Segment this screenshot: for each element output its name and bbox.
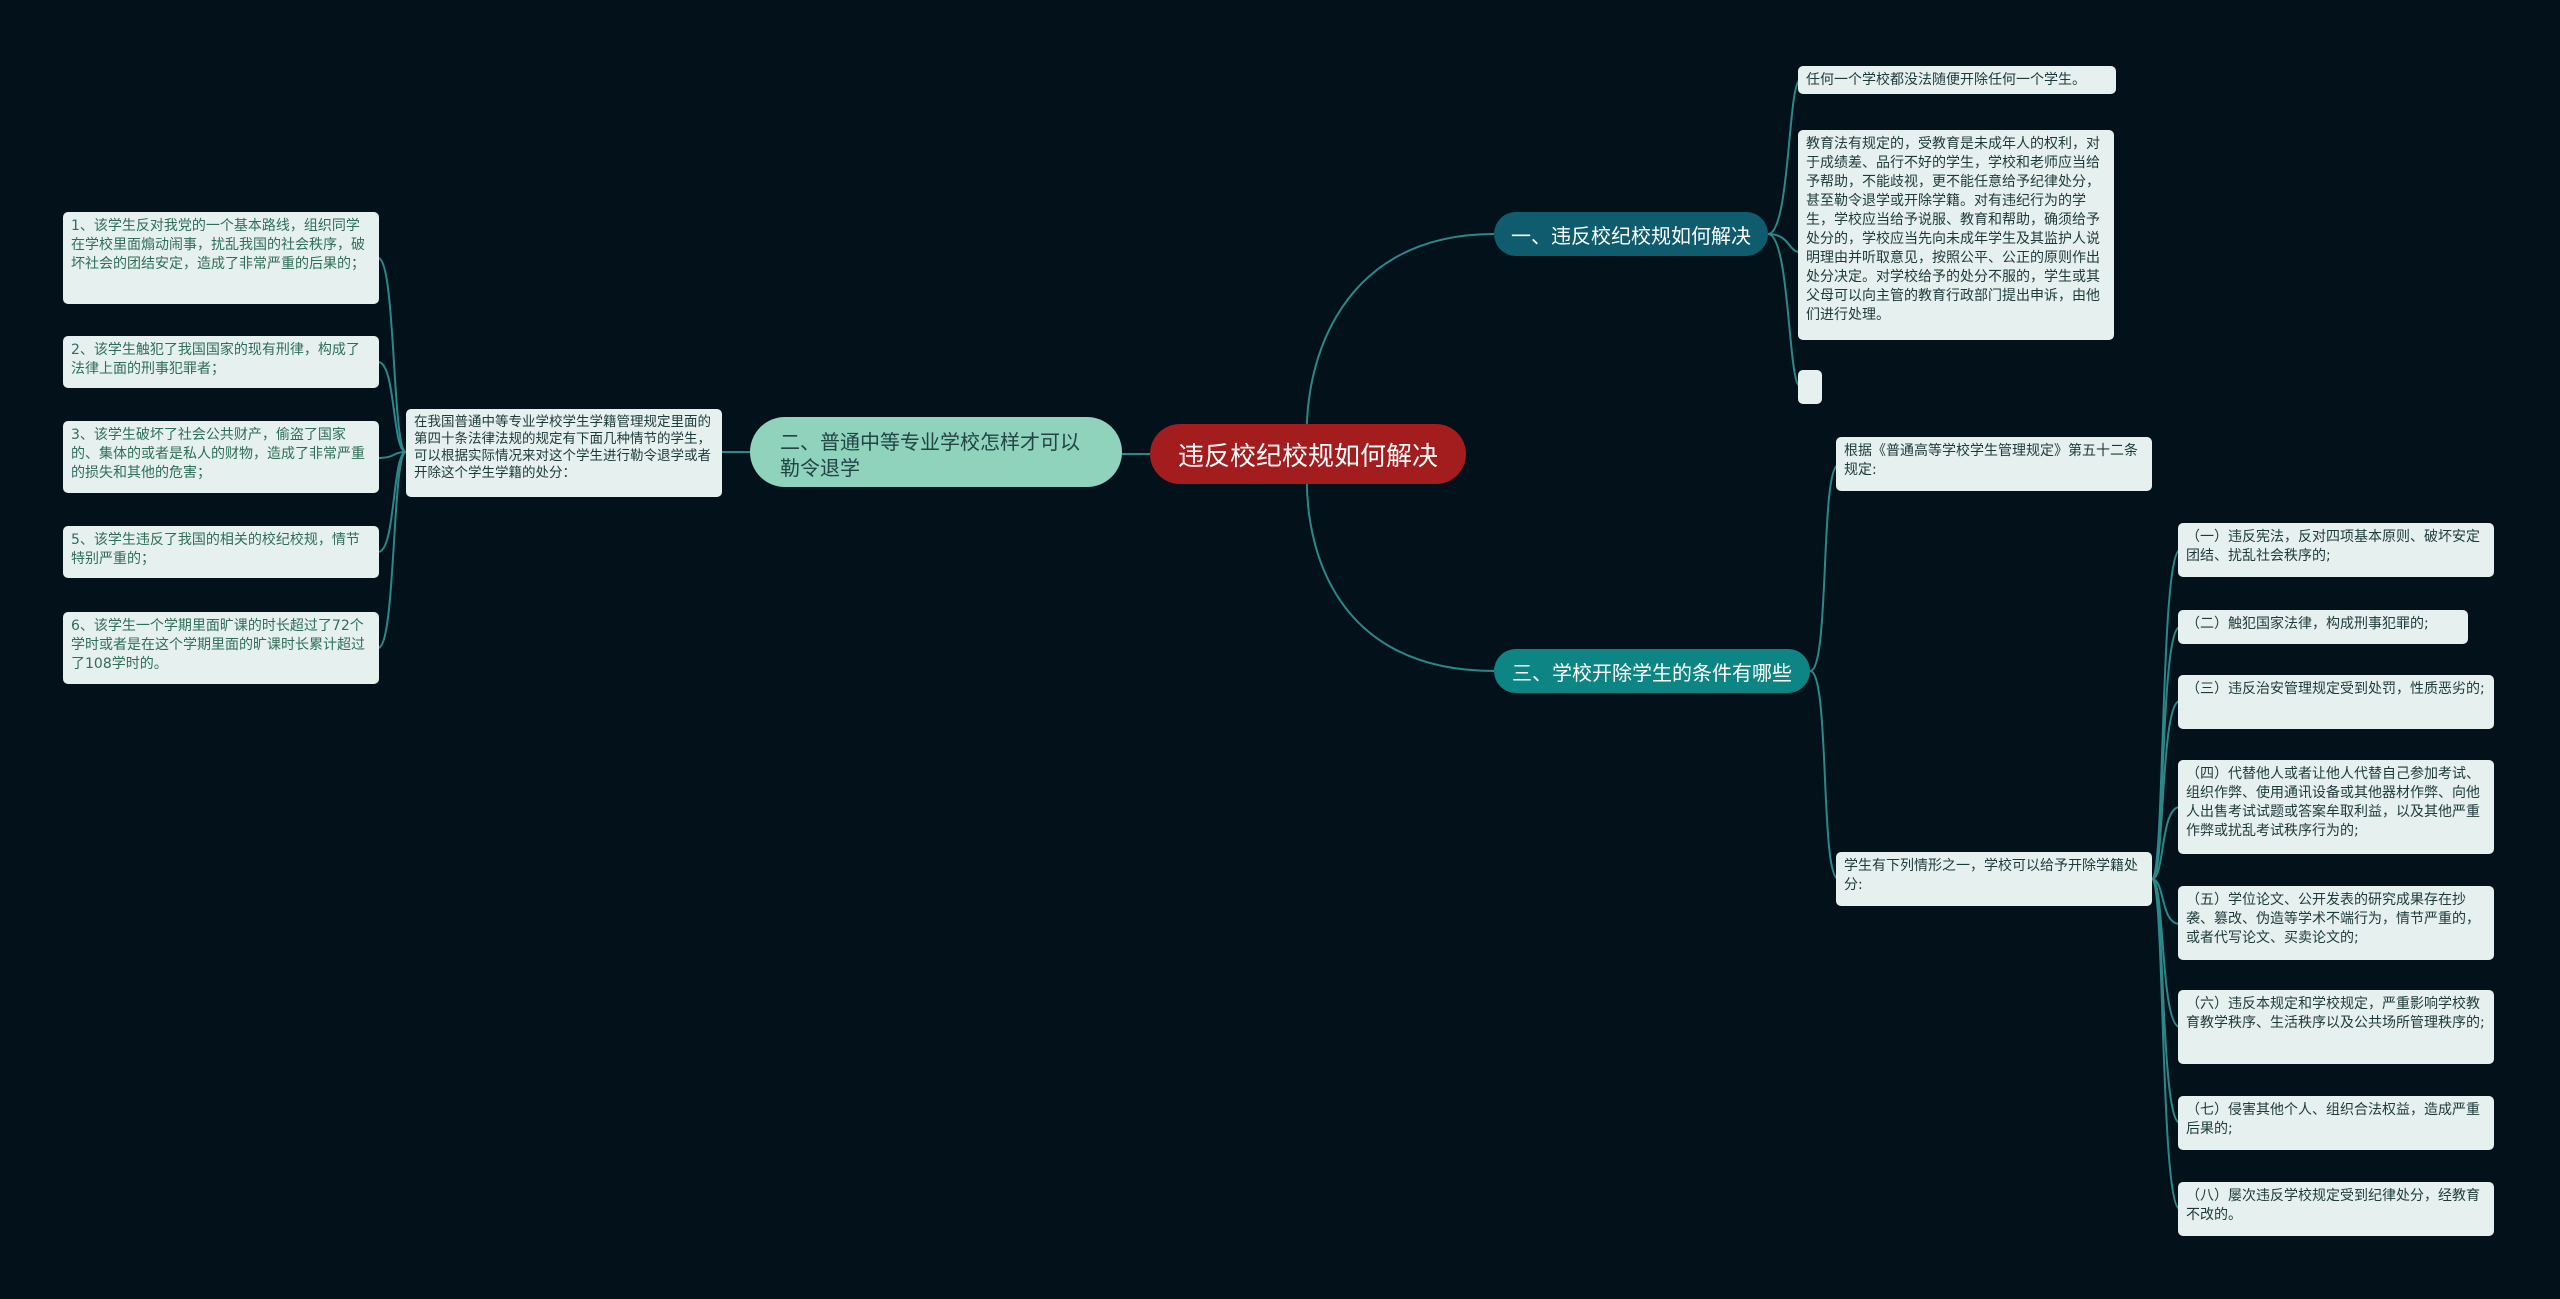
b3-mid-2: 学生有下列情形之一，学校可以给予开除学籍处分: [1836, 852, 2152, 906]
b3-mid-1: 根据《普通高等学校学生管理规定》第五十二条规定: [1836, 437, 2152, 491]
branch-expulsion-conditions[interactable]: 三、学校开除学生的条件有哪些 [1494, 649, 1810, 693]
b1-leaf-1: 任何一个学校都没法随便开除任何一个学生。 [1798, 66, 2116, 94]
b3-leaf-6: （六）违反本规定和学校规定，严重影响学校教育教学秩序、生活秩序以及公共场所管理秩… [2178, 990, 2494, 1064]
link-mid-leaves [377, 257, 407, 649]
link-root-b3 [1305, 453, 1495, 672]
link-b1-leaves [1767, 79, 1801, 387]
link-b3-mid2 [1809, 670, 1839, 880]
b2-leaf-1: 1、该学生反对我党的一个基本路线，组织同学在学校里面煽动闹事，扰乱我国的社会秩序… [63, 212, 379, 304]
b2-mid-text: 在我国普通中等专业学校学生学籍管理规定里面的第四十条法律法规的规定有下面几种情节… [406, 409, 722, 497]
b3-leaf-8: （八）屡次违反学校规定受到纪律处分，经教育不改的。 [2178, 1182, 2494, 1236]
branch-order-withdrawal[interactable]: 二、普通中等专业学校怎样才可以勒令退学 [750, 417, 1122, 487]
link-b3-mid1 [1809, 464, 1839, 672]
b3-leaf-2: （二）触犯国家法律，构成刑事犯罪的; [2178, 610, 2468, 644]
branch-violation-handling[interactable]: 一、违反校纪校规如何解决 [1494, 212, 1768, 256]
b2-leaf-3: 3、该学生破坏了社会公共财产，偷盗了国家的、集体的或者是私人的财物，造成了非常严… [63, 421, 379, 493]
b3-leaf-4: （四）代替他人或者让他人代替自己参加考试、组织作弊、使用通讯设备或其他器材作弊、… [2178, 760, 2494, 854]
b1-leaf-3-empty [1798, 370, 1822, 404]
b1-leaf-2: 教育法有规定的，受教育是未成年人的权利，对于成绩差、品行不好的学生，学校和老师应… [1798, 130, 2114, 340]
b2-leaf-5: 6、该学生一个学期里面旷课的时长超过了72个学时或者是在这个学期里面的旷课时长累… [63, 612, 379, 684]
b2-leaf-2: 2、该学生触犯了我国国家的现有刑律，构成了法律上面的刑事犯罪者； [63, 336, 379, 388]
link-root-b1 [1305, 233, 1495, 455]
b2-leaf-4: 5、该学生违反了我国的相关的校纪校规，情节特别严重的； [63, 526, 379, 578]
b3-leaf-1: （一）违反宪法，反对四项基本原则、破坏安定团结、扰乱社会秩序的; [2178, 523, 2494, 577]
b3-leaf-3: （三）违反治安管理规定受到处罚，性质恶劣的; [2178, 675, 2494, 729]
b3-leaf-7: （七）侵害其他个人、组织合法权益，造成严重后果的; [2178, 1096, 2494, 1150]
b3-leaf-5: （五）学位论文、公开发表的研究成果存在抄袭、篡改、伪造等学术不端行为，情节严重的… [2178, 886, 2494, 960]
link-mid2-leaves [2151, 549, 2181, 1210]
root-node[interactable]: 违反校纪校规如何解决 [1150, 424, 1466, 484]
